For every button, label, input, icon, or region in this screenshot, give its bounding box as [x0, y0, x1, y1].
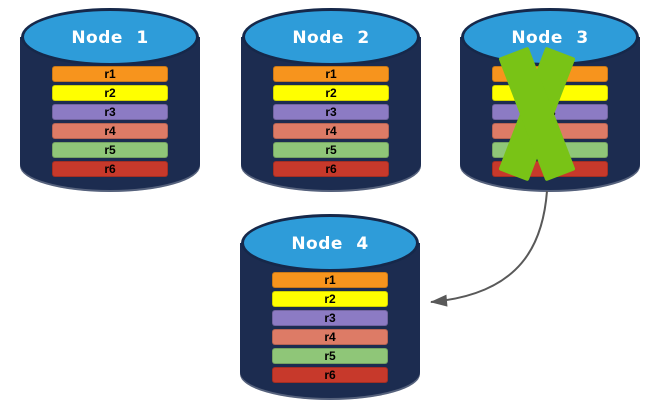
node-1-cylinder: Node 1 r1 r2 r3 r4 r5 r6 — [20, 8, 200, 192]
node-4-row-r5: r5 — [272, 348, 388, 364]
node-1-label: Node 1 — [71, 28, 149, 48]
node-4-label: Node 4 — [291, 234, 369, 254]
node-2-row-r5: r5 — [273, 142, 389, 158]
node-1-cylinder-top: Node 1 — [21, 8, 199, 66]
node-2-cylinder: Node 2 r1 r2 r3 r4 r5 r6 — [241, 8, 421, 192]
node-3-cylinder: Node 3 r1 r2 r3 r4 r5 r6 — [460, 8, 640, 192]
node-4-row-r4: r4 — [272, 329, 388, 345]
node-1-rows: r1 r2 r3 r4 r5 r6 — [52, 66, 168, 180]
node-4-rows: r1 r2 r3 r4 r5 r6 — [272, 272, 388, 386]
node-2-cylinder-top: Node 2 — [242, 8, 420, 66]
node-1-row-r6: r6 — [52, 161, 168, 177]
arrow-curve — [430, 190, 548, 307]
node-1-row-r4: r4 — [52, 123, 168, 139]
node-4-row-r2: r2 — [272, 291, 388, 307]
node-4-cylinder: Node 4 r1 r2 r3 r4 r5 r6 — [240, 214, 420, 400]
node-1-row-r3: r3 — [52, 104, 168, 120]
node-1-row-r5: r5 — [52, 142, 168, 158]
node-4-row-r6: r6 — [272, 367, 388, 383]
node-4-row-r1: r1 — [272, 272, 388, 288]
node-2-row-r6: r6 — [273, 161, 389, 177]
node-2-row-r2: r2 — [273, 85, 389, 101]
node-3-label: Node 3 — [511, 28, 589, 48]
node-2-row-r1: r1 — [273, 66, 389, 82]
node-2-label: Node 2 — [292, 28, 370, 48]
node-4-row-r3: r3 — [272, 310, 388, 326]
node-2-row-r4: r4 — [273, 123, 389, 139]
x-mark-icon — [494, 46, 579, 182]
node-2-row-r3: r3 — [273, 104, 389, 120]
node-1-row-r1: r1 — [52, 66, 168, 82]
node-4-cylinder-top: Node 4 — [241, 214, 419, 272]
node-1-row-r2: r2 — [52, 85, 168, 101]
node-2-rows: r1 r2 r3 r4 r5 r6 — [273, 66, 389, 180]
